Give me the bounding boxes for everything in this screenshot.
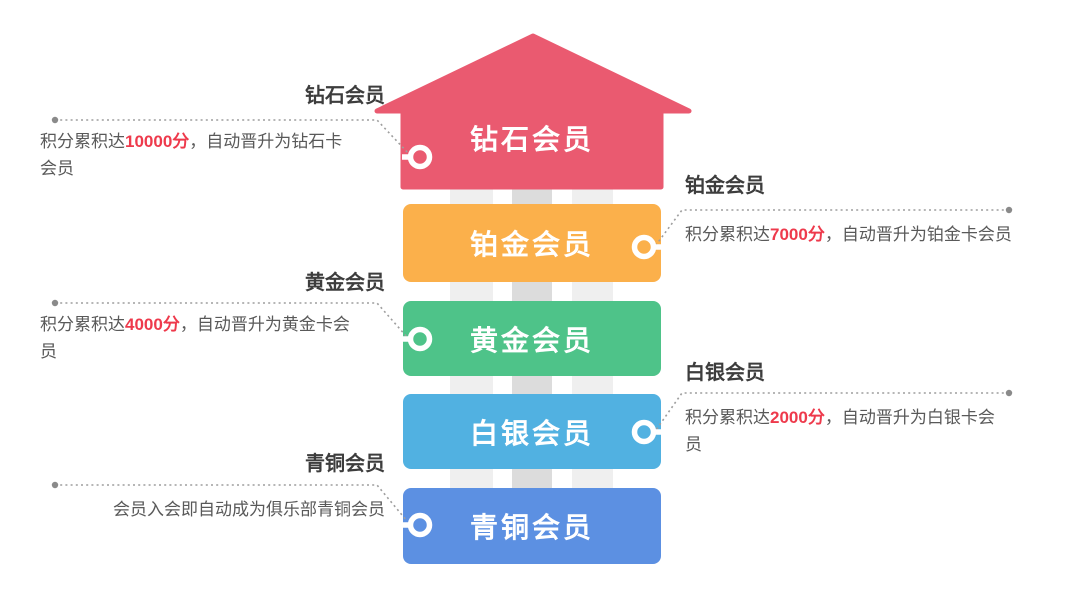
- desc-points-highlight: 4000分: [125, 315, 180, 334]
- diamond-up-arrow-shape: [374, 33, 692, 190]
- tier-platinum: 铂金会员: [403, 204, 661, 282]
- tier-gold-label: 黄金会员: [469, 324, 594, 356]
- tier-silver-label: 白银会员: [469, 417, 594, 449]
- desc-text: 积分累积达: [40, 132, 125, 151]
- desc-points-highlight: 10000分: [125, 132, 190, 151]
- annotation-label-gold: 黄金会员: [305, 272, 385, 294]
- tier-bronze-label: 青铜会员: [469, 512, 594, 543]
- annotation-label-bronze: 青铜会员: [305, 453, 385, 475]
- annotation-label-diamond: 钻石会员: [305, 85, 385, 107]
- desc-points-highlight: 2000分: [770, 408, 825, 427]
- tier-silver: 白银会员: [403, 394, 661, 469]
- desc-text: 会员入会即自动成为俱乐部青铜会员: [113, 500, 385, 519]
- tier-diamond: 钻石会员: [403, 106, 661, 170]
- desc-text: 积分累积达: [685, 225, 770, 244]
- tier-bronze: 青铜会员: [403, 488, 661, 564]
- tier-diamond-label: 钻石会员: [469, 124, 594, 155]
- annotation-desc-diamond: 积分累积达10000分，自动晋升为钻石卡 会员: [40, 128, 405, 182]
- desc-text: 积分累积达: [40, 315, 125, 334]
- desc-points-highlight: 7000分: [770, 225, 825, 244]
- annotation-desc-gold: 积分累积达4000分，自动晋升为黄金卡会 员: [40, 311, 405, 365]
- annotation-desc-bronze: 会员入会即自动成为俱乐部青铜会员: [40, 496, 385, 523]
- annotation-desc-silver: 积分累积达2000分，自动晋升为白银卡会 员: [685, 404, 1060, 458]
- annotation-label-platinum: 铂金会员: [685, 175, 765, 197]
- tier-platinum-label: 铂金会员: [469, 229, 594, 260]
- tier-gold: 黄金会员: [403, 301, 661, 376]
- annotation-desc-platinum: 积分累积达7000分，自动晋升为铂金卡会员: [685, 221, 1060, 248]
- desc-text: ，自动晋升为铂金卡会员: [824, 225, 1012, 244]
- desc-text: 积分累积达: [685, 408, 770, 427]
- annotation-label-silver: 白银会员: [685, 362, 765, 384]
